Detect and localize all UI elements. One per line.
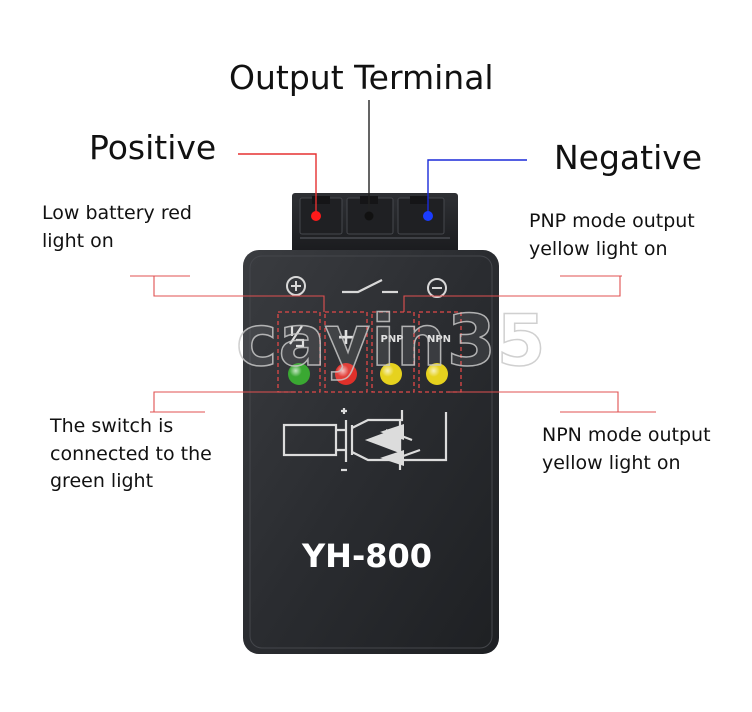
terminal-block: [292, 193, 458, 253]
switch-line-3: green light: [50, 470, 154, 493]
switch-line-2: connected to the: [50, 442, 212, 465]
switch-line-1: The switch is: [50, 415, 174, 437]
npn-leader: [448, 391, 656, 413]
switch-symbol-icon: [342, 279, 398, 294]
positive-title: Positive: [89, 128, 217, 167]
positive-dot: [311, 211, 321, 221]
output-terminal-dot: [364, 211, 374, 221]
panel-label-plus: +: [337, 325, 355, 350]
pnp-line-1: PNP mode output: [529, 210, 695, 232]
pnp-leader: [403, 275, 622, 312]
led-yellow-npn: [426, 363, 448, 385]
pnp-line-2: yellow light on: [529, 237, 668, 260]
low-battery-leader: [130, 275, 325, 312]
indicator-boxes: [277, 311, 462, 393]
switch-leader: [150, 391, 296, 413]
led-yellow-pnp: [380, 363, 402, 385]
output-terminal-title: Output Terminal: [229, 58, 494, 97]
half-glyph-icon: [289, 325, 305, 348]
npn-line-1: NPN mode output: [542, 424, 711, 446]
negative-leader: [427, 159, 527, 214]
negative-title: Negative: [554, 138, 703, 177]
device-body: [243, 250, 499, 654]
minus-circle-icon: [427, 278, 447, 298]
low-battery-line-2: light on: [42, 229, 114, 252]
npn-line-2: yellow light on: [542, 451, 681, 474]
led-red: [335, 363, 357, 385]
led-green: [288, 363, 310, 385]
negative-dot: [423, 211, 433, 221]
panel-label-npn: NPN: [427, 334, 451, 345]
low-battery-callout: Low battery red light on: [42, 200, 192, 255]
switch-callout: The switch is connected to the green lig…: [50, 413, 212, 496]
panel-label-pnp: PNP: [380, 334, 403, 345]
npn-callout: NPN mode output yellow light on: [542, 422, 711, 477]
pnp-callout: PNP mode output yellow light on: [529, 208, 695, 263]
model-label: YH-800: [301, 537, 432, 575]
plus-circle-icon: [286, 276, 306, 296]
positive-leader: [238, 153, 317, 214]
watermark: cayin35: [235, 299, 547, 383]
low-battery-line-1: Low battery red: [42, 202, 192, 224]
